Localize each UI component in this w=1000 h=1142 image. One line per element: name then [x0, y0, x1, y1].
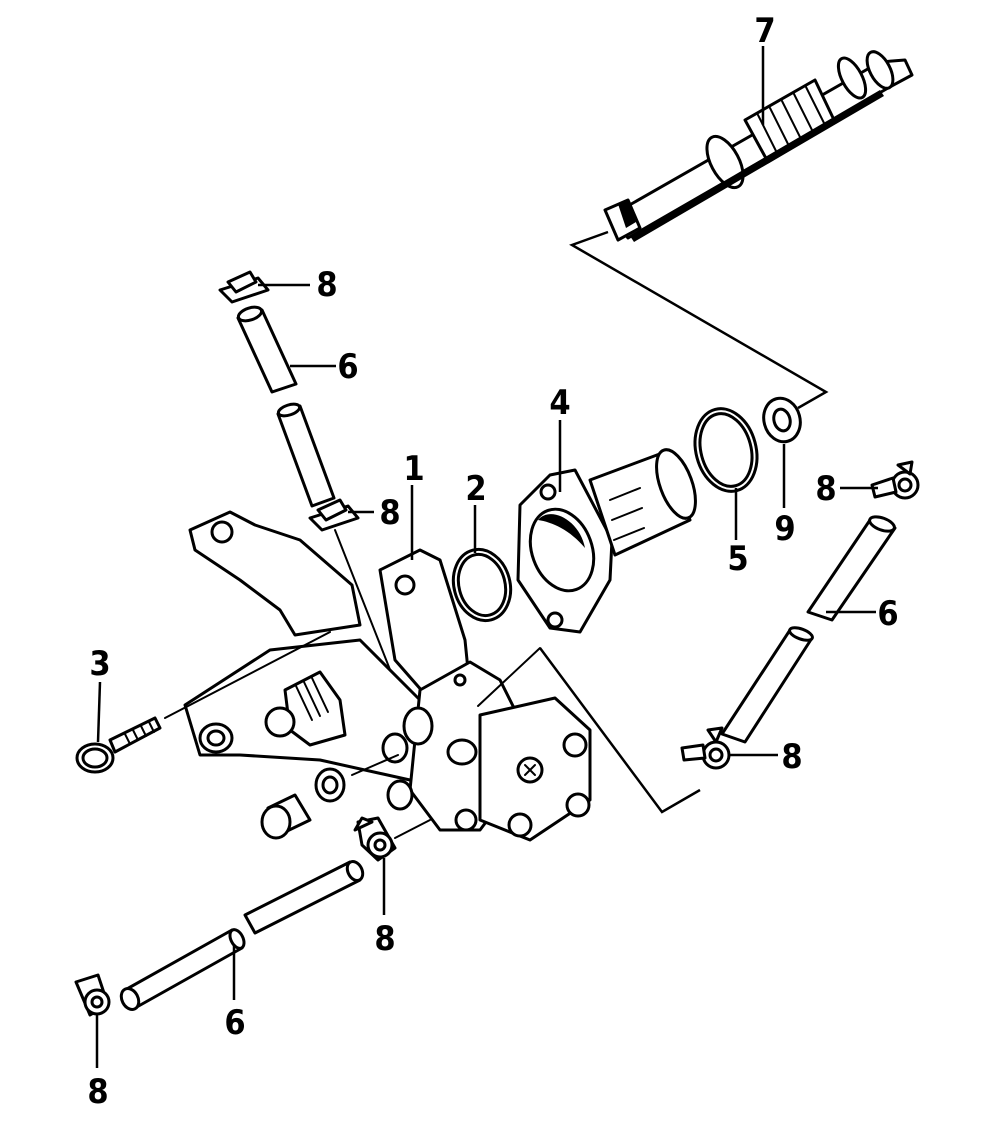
callout-2: 2 [465, 469, 486, 509]
callout-1: 1 [403, 449, 424, 489]
callout-4: 4 [549, 383, 570, 423]
callout-leaders [95, 46, 878, 1068]
assembly-line-washer [351, 754, 399, 776]
hose-clip-right-upper [870, 460, 920, 500]
assembly-line-oil-pipe [334, 529, 399, 691]
callout-8-top: 8 [316, 265, 337, 305]
callout-6-bottom: 6 [224, 1003, 245, 1043]
hose-right [720, 515, 897, 744]
hose-clip-right-lower [680, 726, 731, 770]
o-ring-small-part [451, 547, 513, 623]
hose-clip-bottom-left [74, 973, 111, 1017]
callout-5: 5 [727, 539, 748, 579]
hose-upper [236, 305, 336, 508]
callout-6-right: 6 [877, 594, 898, 634]
hose-bottom [119, 860, 365, 1011]
mounting-bolt-part [75, 716, 162, 774]
callout-8-bottom-mid: 8 [374, 919, 395, 959]
callout-8-bottom-left: 8 [87, 1072, 108, 1112]
callout-8-right-lower: 8 [781, 737, 802, 777]
drive-shaft-gear-part [603, 50, 914, 242]
assembly-line-shaft [569, 230, 829, 410]
pump-housing-part [516, 448, 697, 634]
assembly-line-right-hose [538, 647, 701, 814]
callout-9: 9 [774, 509, 795, 549]
assembly-line-bolt [164, 631, 331, 719]
callout-8-right-upper: 8 [815, 469, 836, 509]
o-ring-large-part [693, 407, 759, 493]
callout-7: 7 [754, 11, 775, 51]
drain-bolt-part [260, 793, 312, 840]
callout-8-mid: 8 [379, 493, 400, 533]
hose-clip-upper [218, 270, 270, 304]
hose-clip-bottom-mid [353, 816, 397, 862]
hose-clip-mid [308, 498, 360, 532]
callout-6-upper: 6 [337, 347, 358, 387]
callout-3: 3 [89, 644, 110, 684]
callout-labels: 7 8 6 4 1 2 8 5 9 8 6 3 8 8 6 8 [87, 11, 898, 1112]
